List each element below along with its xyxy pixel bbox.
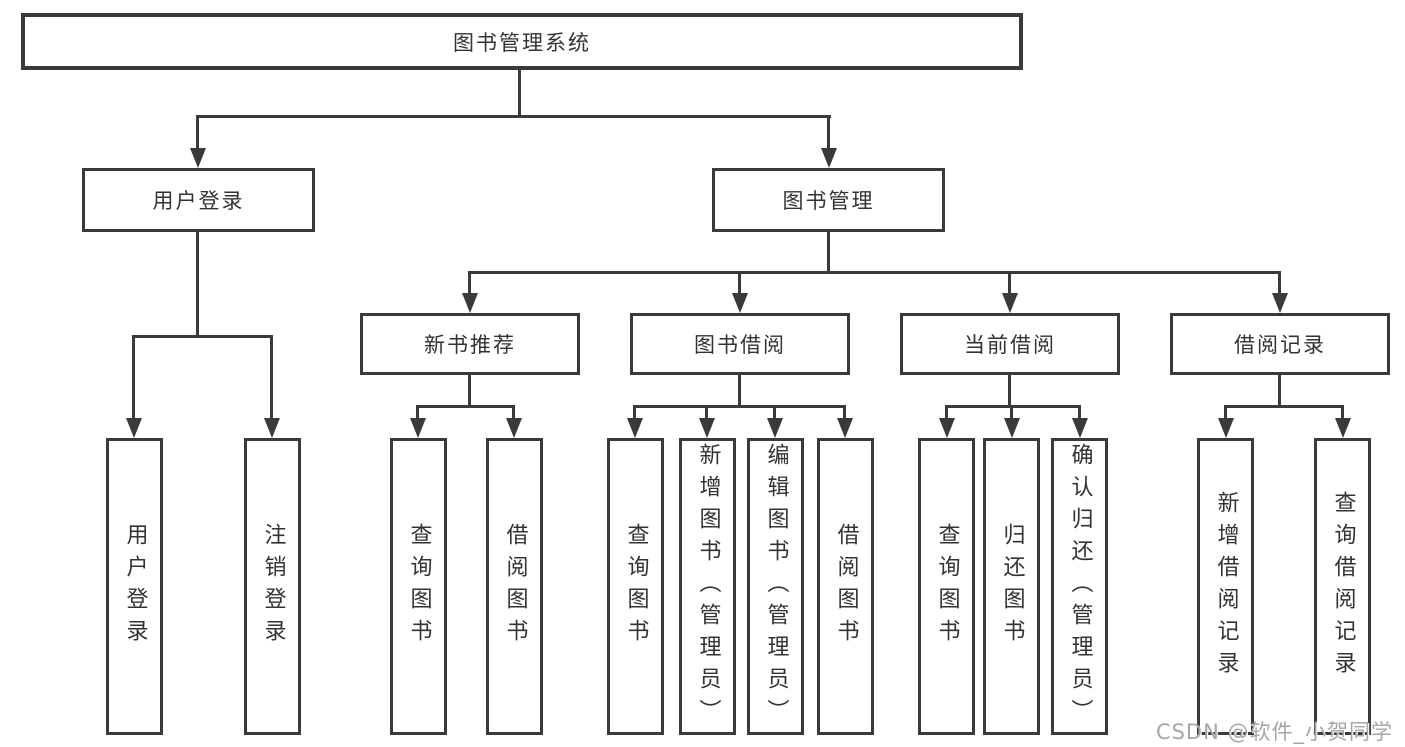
leaf-return-books-label: 归还图书: [999, 522, 1025, 651]
node-root: 图书管理系统: [21, 13, 1023, 70]
leaf-add-books-admin-label: 新增图书（管理员）: [695, 442, 721, 731]
arrowhead-icon: [1004, 418, 1020, 438]
connector-current-drop-2: [1010, 408, 1013, 420]
node-root-label: 图书管理系统: [453, 30, 591, 55]
node-new-book-recommend: 新书推荐: [360, 313, 580, 375]
leaf-borrow-books-1-label: 借阅图书: [502, 522, 528, 651]
connector-borrow-drop-2: [705, 408, 708, 420]
connector-root-stem: [518, 70, 521, 118]
connector-mgmt-drop-1: [468, 274, 471, 295]
leaf-user-login-label: 用户登录: [122, 522, 148, 651]
node-current-borrow: 当前借阅: [900, 313, 1120, 375]
leaf-query-books-1: 查询图书: [390, 438, 447, 735]
node-book-management: 图书管理: [712, 168, 945, 232]
leaf-borrow-books-1: 借阅图书: [486, 438, 543, 735]
leaf-confirm-return-admin-label: 确认归还（管理员）: [1067, 442, 1093, 731]
leaf-return-books: 归还图书: [983, 438, 1040, 735]
arrowhead-icon: [939, 418, 955, 438]
connector-root-drop-right: [827, 118, 830, 150]
node-user-login-label: 用户登录: [152, 189, 245, 213]
connector-current-stem: [1008, 375, 1011, 408]
node-borrow-records-label: 借阅记录: [1234, 333, 1326, 357]
arrowhead-icon: [506, 418, 522, 438]
connector-newbook-drop-1: [416, 408, 419, 420]
connector-records-bar: [1224, 405, 1344, 408]
arrowhead-icon: [190, 148, 206, 168]
arrowhead-icon: [126, 418, 142, 438]
connector-records-drop-2: [1341, 408, 1344, 420]
connector-root-drop-left: [196, 118, 199, 150]
connector-current-drop-3: [1078, 408, 1081, 420]
connector-borrow-bar: [633, 405, 846, 408]
arrowhead-icon: [627, 418, 643, 438]
connector-borrow-drop-4: [843, 408, 846, 420]
node-current-borrow-label: 当前借阅: [964, 333, 1056, 357]
connector-mgmt-drop-4: [1278, 274, 1281, 295]
arrowhead-icon: [1218, 418, 1234, 438]
connector-userlogin-stem: [196, 232, 199, 337]
connector-userlogin-drop-1: [132, 338, 135, 420]
leaf-query-books-1-label: 查询图书: [406, 522, 432, 651]
connector-records-stem: [1278, 375, 1281, 408]
node-borrow-records: 借阅记录: [1170, 313, 1390, 375]
leaf-add-borrow-record-label: 新增借阅记录: [1213, 490, 1239, 683]
connector-newbook-stem: [468, 375, 471, 408]
leaf-user-login: 用户登录: [106, 438, 163, 735]
arrowhead-icon: [1072, 418, 1088, 438]
leaf-edit-books-admin: 编辑图书（管理员）: [747, 438, 804, 735]
leaf-logout: 注销登录: [244, 438, 301, 735]
leaf-query-borrow-record: 查询借阅记录: [1314, 438, 1371, 735]
node-new-book-recommend-label: 新书推荐: [424, 333, 516, 357]
connector-userlogin-drop-2: [270, 338, 273, 420]
watermark-text: CSDN @软件_小贺同学: [1155, 720, 1393, 744]
arrowhead-icon: [732, 293, 748, 313]
leaf-add-borrow-record: 新增借阅记录: [1197, 438, 1254, 735]
arrowhead-icon: [462, 293, 478, 313]
connector-newbook-drop-2: [512, 408, 515, 420]
arrowhead-icon: [837, 418, 853, 438]
connector-newbook-bar: [416, 405, 515, 408]
leaf-query-books-3: 查询图书: [918, 438, 975, 735]
arrowhead-icon: [264, 418, 280, 438]
connector-borrow-stem: [738, 375, 741, 408]
connector-mgmt-drop-2: [738, 274, 741, 295]
arrowhead-icon: [1002, 293, 1018, 313]
connector-borrow-drop-3: [773, 408, 776, 420]
leaf-borrow-books-2: 借阅图书: [817, 438, 874, 735]
connector-root-bar: [196, 115, 831, 118]
arrowhead-icon: [1335, 418, 1351, 438]
arrowhead-icon: [1272, 293, 1288, 313]
leaf-query-borrow-record-label: 查询借阅记录: [1330, 490, 1356, 683]
connector-records-drop-1: [1224, 408, 1227, 420]
arrowhead-icon: [410, 418, 426, 438]
node-book-management-label: 图书管理: [782, 189, 875, 213]
node-book-borrow-label: 图书借阅: [694, 333, 786, 357]
leaf-query-books-3-label: 查询图书: [934, 522, 960, 651]
connector-mgmt-drop-3: [1008, 274, 1011, 295]
connector-userlogin-bar: [132, 335, 273, 338]
arrowhead-icon: [767, 418, 783, 438]
connector-mgmt-stem: [827, 232, 830, 274]
connector-mgmt-bar: [468, 271, 1281, 274]
leaf-query-books-2-label: 查询图书: [623, 522, 649, 651]
arrowhead-icon: [699, 418, 715, 438]
connector-current-drop-1: [945, 408, 948, 420]
arrowhead-icon: [821, 148, 837, 168]
leaf-edit-books-admin-label: 编辑图书（管理员）: [763, 442, 789, 731]
leaf-add-books-admin: 新增图书（管理员）: [679, 438, 736, 735]
leaf-query-books-2: 查询图书: [607, 438, 664, 735]
leaf-confirm-return-admin: 确认归还（管理员）: [1051, 438, 1108, 735]
node-book-borrow: 图书借阅: [630, 313, 850, 375]
connector-borrow-drop-1: [633, 408, 636, 420]
connector-current-bar: [945, 405, 1081, 408]
node-user-login: 用户登录: [82, 168, 315, 232]
leaf-logout-label: 注销登录: [260, 522, 286, 651]
leaf-borrow-books-2-label: 借阅图书: [833, 522, 859, 651]
